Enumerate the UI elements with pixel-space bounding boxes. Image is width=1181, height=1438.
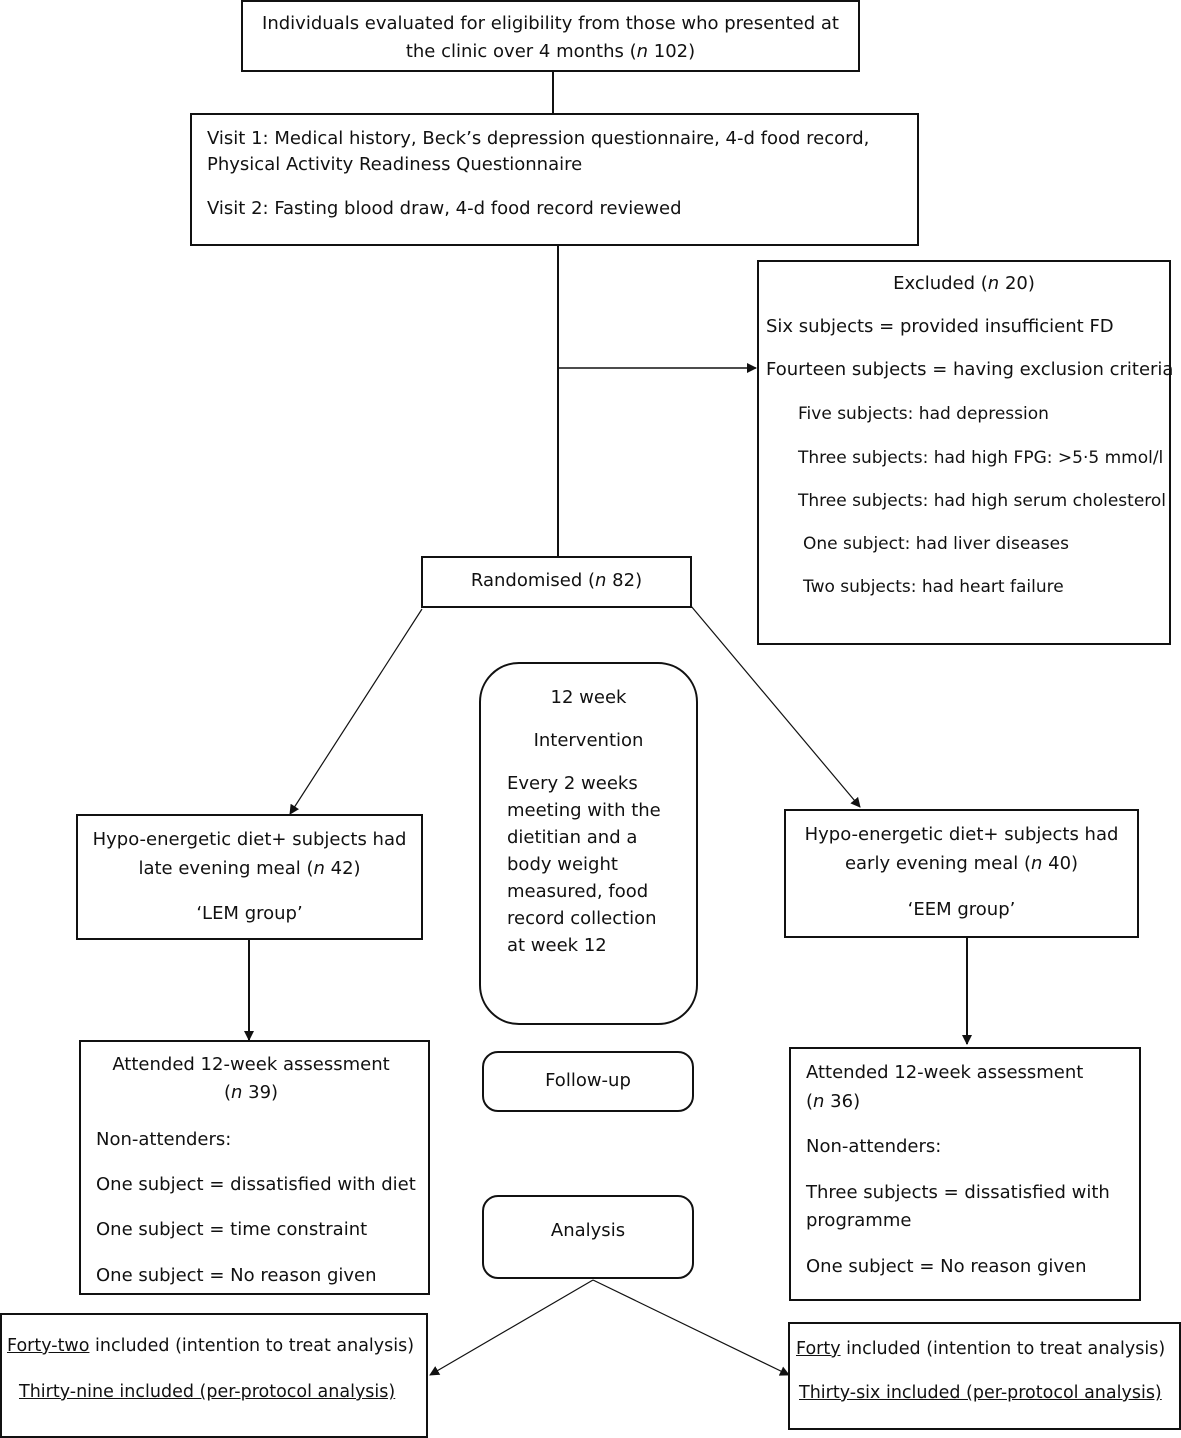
eem-attended-line-1: Attended 12-week assessment <box>806 1062 1084 1083</box>
eem-analysis-box: Forty included (intention to treat analy… <box>788 1322 1181 1430</box>
criteria-heart-failure: Two subjects: had heart failure <box>803 577 1064 597</box>
lem-nonattender-reason-2: One subject = time constraint <box>96 1219 368 1240</box>
eem-group-label: ‘EEM group’ <box>907 899 1016 920</box>
eem-line-1: Hypo-energetic diet+ subjects had <box>804 824 1119 845</box>
visits-box: Visit 1: Medical history, Beck’s depress… <box>190 113 919 246</box>
lem-line-2: late evening meal (n 42) <box>138 858 361 879</box>
eem-followup-box: Attended 12-week assessment (n 36) Non-a… <box>789 1047 1141 1301</box>
eem-nonattender-reason-2: One subject = No reason given <box>806 1256 1087 1277</box>
visit1-line-2: Physical Activity Readiness Questionnair… <box>207 154 583 175</box>
arrow-to-eem <box>690 605 861 808</box>
intervention-body-2: meeting with the <box>507 800 661 821</box>
intervention-body-4: body weight <box>507 854 618 875</box>
lem-line-1: Hypo-energetic diet+ subjects had <box>92 829 407 850</box>
eem-group-box: Hypo-energetic diet+ subjects had early … <box>784 809 1139 938</box>
visit2-line: Visit 2: Fasting blood draw, 4-d food re… <box>207 198 682 219</box>
excluded-reason-2: Fourteen subjects = having exclusion cri… <box>766 359 1174 380</box>
lem-followup-box: Attended 12-week assessment (n 39) Non-a… <box>79 1040 430 1295</box>
criteria-high-cholesterol: Three subjects: had high serum cholester… <box>798 491 1167 511</box>
eem-pp-line: Thirty-six included (per-protocol analys… <box>799 1383 1162 1403</box>
randomised-box: Randomised (n 82) <box>421 556 692 608</box>
visit1-line-1: Visit 1: Medical history, Beck’s depress… <box>207 128 870 149</box>
arrow-to-lem <box>289 608 423 815</box>
analysis-label: Analysis <box>550 1220 626 1241</box>
intervention-body-7: at week 12 <box>507 935 607 956</box>
lem-group-box: Hypo-energetic diet+ subjects had late e… <box>76 814 423 940</box>
screening-line-1: Individuals evaluated for eligibility fr… <box>262 13 839 34</box>
lem-nonattender-reason-3: One subject = No reason given <box>96 1265 377 1286</box>
intervention-box: 12 week Intervention Every 2 weeks meeti… <box>479 662 698 1025</box>
eem-attended-line-2: (n 36) <box>806 1091 861 1112</box>
criteria-depression: Five subjects: had depression <box>798 404 1049 424</box>
excluded-reason-1: Six subjects = provided insufficient FD <box>766 316 1114 337</box>
followup-label: Follow-up <box>545 1070 631 1091</box>
analysis-box: Analysis <box>482 1195 694 1279</box>
arrow-to-lem-analysis <box>429 1279 594 1376</box>
screening-line-2: the clinic over 4 months (n 102) <box>405 41 696 62</box>
lem-analysis-box: Forty-two included (intention to treat a… <box>0 1313 428 1438</box>
lem-nonattender-reason-1: One subject = dissatisfied with diet <box>96 1174 416 1195</box>
intervention-body-6: record collection <box>507 908 657 929</box>
eem-itt-line: Forty included (intention to treat analy… <box>796 1339 1166 1359</box>
lem-attended-line-2: (n 39) <box>223 1082 279 1103</box>
eem-nonattenders-label: Non-attenders: <box>806 1136 942 1157</box>
intervention-title: Intervention <box>533 730 644 751</box>
excluded-title: Excluded (n 20) <box>893 273 1035 294</box>
randomised-label: Randomised (n 82) <box>470 570 643 591</box>
lem-nonattenders-label: Non-attenders: <box>96 1129 232 1150</box>
lem-pp-line: Thirty-nine included (per-protocol analy… <box>19 1382 396 1402</box>
lem-group-label: ‘LEM group’ <box>196 903 303 924</box>
excluded-box: Excluded (n 20) Six subjects = provided … <box>757 260 1174 645</box>
eem-nonattender-reason-1-line-2: programme <box>806 1210 912 1231</box>
intervention-body-3: dietitian and a <box>507 827 638 848</box>
eem-line-2: early evening meal (n 40) <box>844 853 1079 874</box>
intervention-duration: 12 week <box>550 687 627 708</box>
criteria-high-fpg: Three subjects: had high FPG: >5·5 mmol/… <box>798 448 1164 468</box>
intervention-body-1: Every 2 weeks <box>507 773 638 794</box>
arrow-to-eem-analysis <box>592 1279 790 1376</box>
intervention-body-5: measured, food <box>507 881 649 902</box>
lem-attended-line-1: Attended 12-week assessment <box>112 1054 390 1075</box>
criteria-liver-disease: One subject: had liver diseases <box>803 534 1069 554</box>
followup-box: Follow-up <box>482 1051 694 1112</box>
screening-box: Individuals evaluated for eligibility fr… <box>241 0 860 72</box>
eem-nonattender-reason-1-line-1: Three subjects = dissatisfied with <box>806 1182 1110 1203</box>
lem-itt-line: Forty-two included (intention to treat a… <box>7 1336 415 1356</box>
